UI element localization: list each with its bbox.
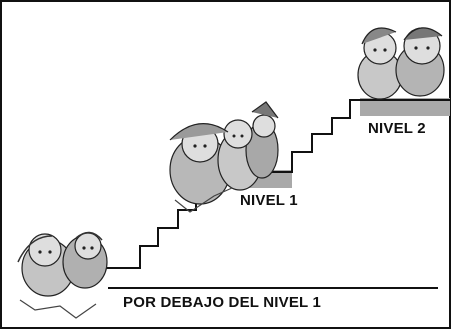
- label-below-level-1: POR DEBAJO DEL NIVEL 1: [123, 294, 322, 311]
- label-level-2: NIVEL 2: [368, 120, 426, 137]
- platform-level-2: [360, 98, 450, 116]
- label-level-1: NIVEL 1: [240, 192, 298, 209]
- figures-middle: [169, 101, 279, 213]
- figures-bottom: [17, 231, 108, 319]
- figures-top: [357, 27, 445, 100]
